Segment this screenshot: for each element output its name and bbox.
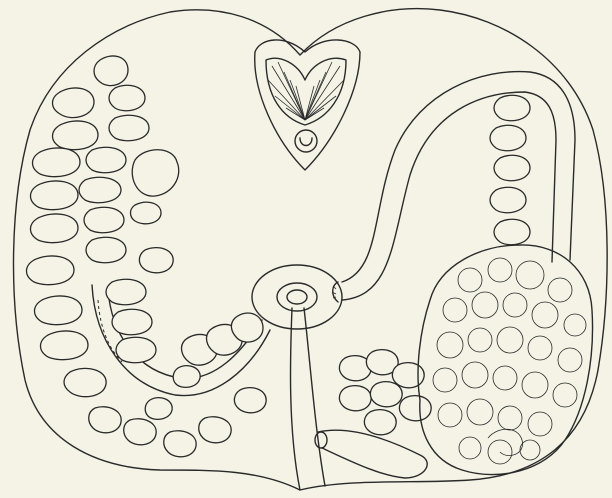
- central-ring-structure: [252, 265, 342, 329]
- glandular-mass: [418, 245, 592, 475]
- radiating-striations: [268, 62, 344, 120]
- top-central-chamber: [255, 40, 360, 170]
- right-upper-lobes: [490, 95, 530, 245]
- right-lower-tube: [318, 430, 427, 478]
- left-lobes: [27, 56, 267, 457]
- central-stem: [290, 308, 300, 490]
- right-lower-lobes: [339, 350, 431, 435]
- right-tube: [342, 72, 575, 282]
